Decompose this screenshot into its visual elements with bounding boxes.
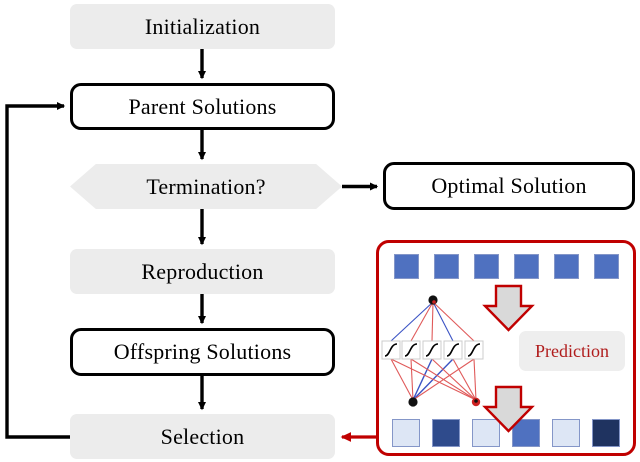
- output-square: [592, 419, 620, 447]
- node-selection[interactable]: Selection: [70, 414, 335, 459]
- hidden-unit-sigmoid-icon: [443, 340, 463, 360]
- node-offspring-solutions[interactable]: Offspring Solutions: [70, 328, 335, 376]
- prediction-badge: Prediction: [519, 331, 625, 371]
- node-optimal-solution[interactable]: Optimal Solution: [383, 162, 635, 210]
- node-optimal-solution-label: Optimal Solution: [431, 173, 587, 198]
- output-square: [472, 419, 500, 447]
- node-parent-solutions[interactable]: Parent Solutions: [70, 83, 335, 130]
- node-termination-label: Termination?: [146, 173, 266, 199]
- neural-network-diagram: [381, 295, 484, 407]
- node-reproduction-label: Reproduction: [141, 258, 264, 284]
- node-parent-solutions-label: Parent Solutions: [128, 93, 277, 119]
- block-arrow-down-top: [482, 284, 535, 332]
- node-selection-label: Selection: [160, 423, 245, 449]
- output-square: [392, 419, 420, 447]
- input-square: [394, 254, 419, 279]
- network-node-bottom-left: [408, 397, 418, 407]
- prediction-badge-label: Prediction: [535, 340, 609, 361]
- output-square: [432, 419, 460, 447]
- output-square: [552, 419, 580, 447]
- hidden-unit-sigmoid-icon: [422, 340, 442, 360]
- network-node-bottom-right-core: [474, 399, 478, 403]
- edge-selection-feedback-loop: [5, 101, 70, 439]
- hidden-unit-sigmoid-icon: [401, 340, 421, 360]
- node-initialization-label: Initialization: [144, 13, 261, 39]
- input-square: [594, 254, 619, 279]
- block-arrow-down-bottom: [482, 385, 535, 433]
- input-square: [554, 254, 579, 279]
- network-node-top-accent: [432, 300, 436, 304]
- hidden-unit-sigmoid-icon: [381, 340, 401, 360]
- hidden-unit-sigmoid-icon: [464, 340, 484, 360]
- input-square: [434, 254, 459, 279]
- node-reproduction[interactable]: Reproduction: [70, 249, 335, 294]
- node-termination[interactable]: Termination?: [70, 164, 342, 209]
- input-square: [474, 254, 499, 279]
- node-offspring-solutions-label: Offspring Solutions: [113, 339, 292, 364]
- input-square: [514, 254, 539, 279]
- prediction-panel-graphics: [381, 284, 535, 433]
- node-initialization[interactable]: Initialization: [70, 4, 335, 49]
